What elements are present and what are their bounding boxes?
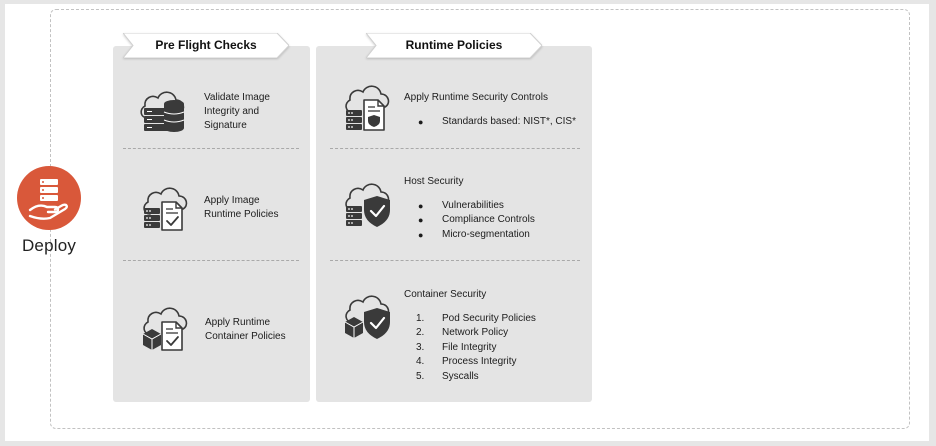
- runtime-section-3-list: 1.Pod Security Policies 2.Network Policy…: [416, 312, 536, 384]
- list-item: ●Compliance Controls: [418, 214, 535, 226]
- runtime-section-2-heading: Host Security: [404, 176, 464, 187]
- separator: [330, 260, 580, 261]
- list-item: ●Micro-segmentation: [418, 228, 530, 240]
- list-item: ●Vulnerabilities: [418, 200, 504, 211]
- list-item: ●Standards based: NIST*, CIS*: [418, 116, 576, 127]
- runtime-policies-tag: Runtime Policies: [366, 33, 542, 58]
- list-item: 5.Syscalls: [416, 370, 479, 382]
- deploy-step: Deploy: [8, 166, 90, 256]
- deploy-circle: [17, 166, 81, 230]
- runtime-policies-title: Runtime Policies: [405, 38, 503, 52]
- cloud-server-document-shield-icon: [342, 80, 394, 134]
- list-item: 4.Process Integrity: [416, 356, 517, 368]
- list-item: 2.Network Policy: [416, 327, 509, 339]
- pre-flight-item-2-text: Apply Image Runtime Policies: [204, 195, 279, 220]
- separator: [123, 260, 299, 261]
- list-item: 1.Pod Security Policies: [416, 313, 536, 324]
- hand-server-icon: [28, 179, 68, 220]
- runtime-section-2-list: ●Vulnerabilities ●Compliance Controls ●M…: [416, 199, 535, 242]
- cloud-container-document-check-icon: [140, 300, 194, 354]
- deploy-label: Deploy: [21, 236, 77, 255]
- cloud-server-shield-check-icon: [342, 176, 396, 230]
- separator: [123, 148, 299, 149]
- cloud-database-icon: [136, 82, 190, 134]
- runtime-section-3-heading: Container Security: [404, 289, 487, 300]
- pre-flight-item-3-text: Apply Runtime Container Policies: [205, 317, 286, 342]
- separator: [330, 148, 580, 149]
- list-item: 3.File Integrity: [416, 341, 497, 353]
- runtime-section-1-heading: Apply Runtime Security Controls: [404, 92, 548, 103]
- pre-flight-item-1-text: Validate Image Integrity and Signature: [204, 92, 270, 131]
- cloud-server-document-check-icon: [140, 180, 194, 234]
- pre-flight-checks-tag: Pre Flight Checks: [123, 33, 289, 58]
- pre-flight-checks-title: Pre Flight Checks: [155, 38, 257, 52]
- runtime-section-1-list: ●Standards based: NIST*, CIS*: [416, 115, 576, 129]
- cloud-container-shield-check-icon: [342, 288, 396, 342]
